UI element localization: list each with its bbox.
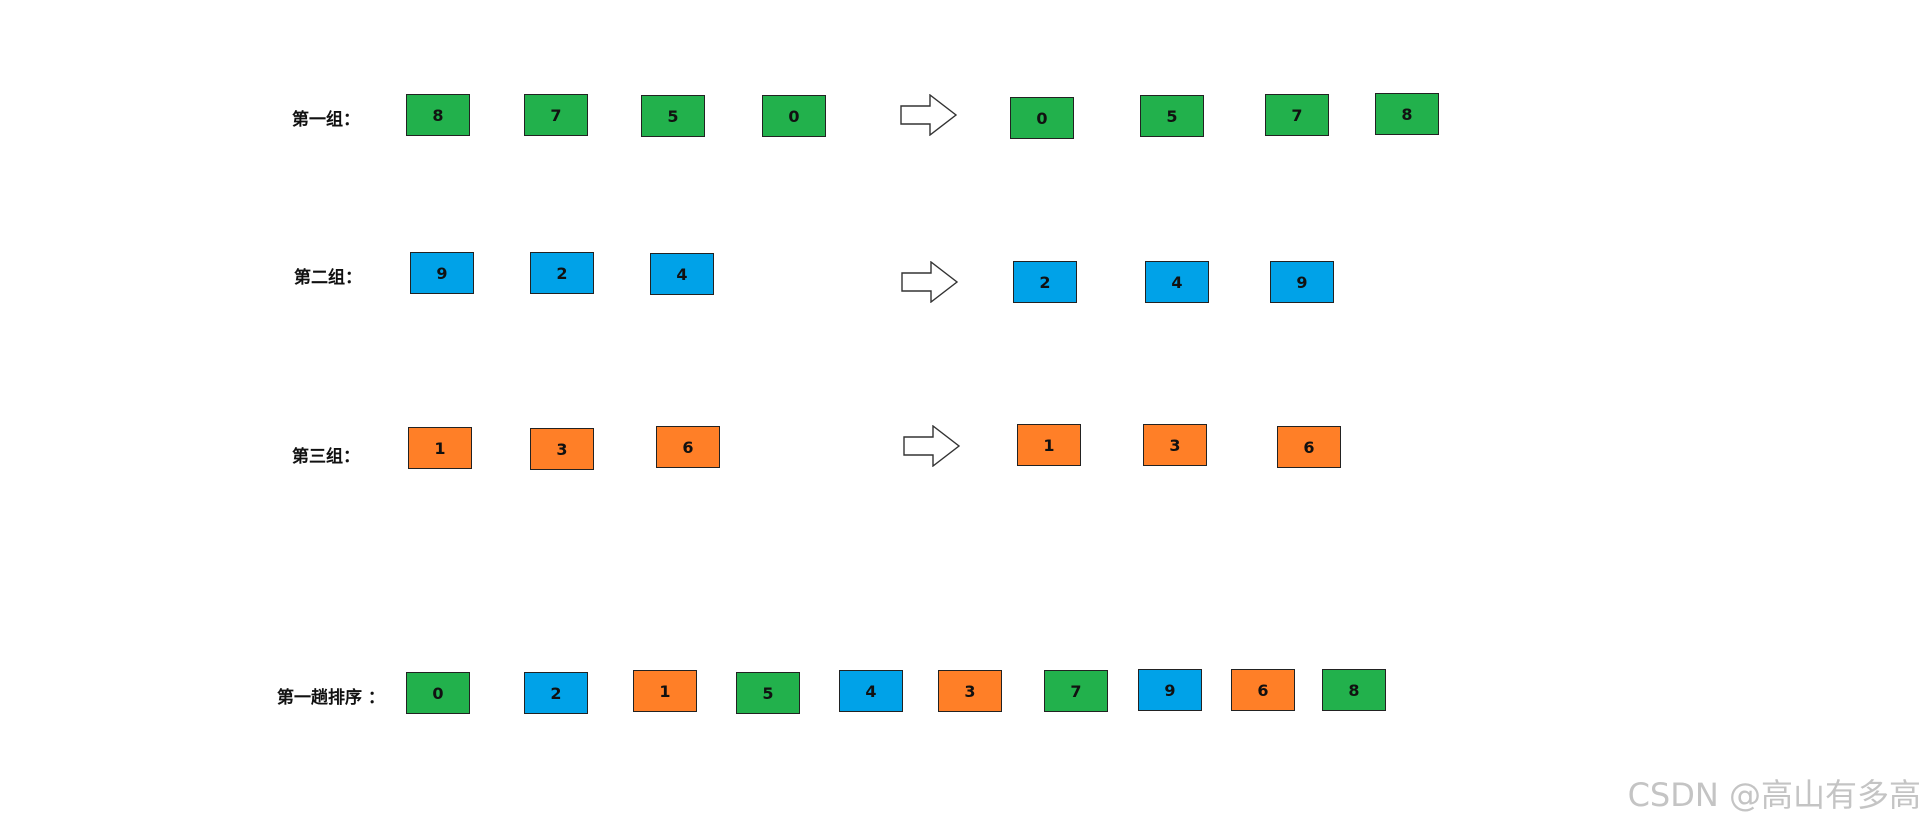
group-3-after-box-1: 1	[1017, 424, 1081, 466]
result-box-10: 8	[1322, 669, 1386, 711]
group-1-before-box-2: 7	[524, 94, 588, 136]
group-2-label: 第二组：	[294, 268, 362, 288]
result-box-2: 2	[524, 672, 588, 714]
group-3-arrow-icon	[903, 425, 961, 467]
group-2-after-box-3: 9	[1270, 261, 1334, 303]
group-3-before-box-1: 1	[408, 427, 472, 469]
result-box-5: 4	[839, 670, 903, 712]
group-1-before-box-3: 5	[641, 95, 705, 137]
result-box-7: 7	[1044, 670, 1108, 712]
group-1-after-box-4: 8	[1375, 93, 1439, 135]
group-3-before-box-2: 3	[530, 428, 594, 470]
result-box-8: 9	[1138, 669, 1202, 711]
result-box-9: 6	[1231, 669, 1295, 711]
group-2-after-box-2: 4	[1145, 261, 1209, 303]
result-box-4: 5	[736, 672, 800, 714]
group-1-before-box-1: 8	[406, 94, 470, 136]
result-box-1: 0	[406, 672, 470, 714]
group-2-after-box-1: 2	[1013, 261, 1077, 303]
group-1-after-box-2: 5	[1140, 95, 1204, 137]
group-1-arrow-icon	[900, 94, 958, 136]
group-3-label: 第三组：	[292, 447, 360, 467]
group-2-before-box-3: 4	[650, 253, 714, 295]
group-1-after-box-1: 0	[1010, 97, 1074, 139]
group-3-after-box-2: 3	[1143, 424, 1207, 466]
group-2-arrow-icon	[901, 261, 959, 303]
group-1-before-box-4: 0	[762, 95, 826, 137]
result-box-6: 3	[938, 670, 1002, 712]
group-3-after-box-3: 6	[1277, 426, 1341, 468]
group-3-before-box-3: 6	[656, 426, 720, 468]
group-1-label: 第一组：	[292, 110, 360, 130]
result-label: 第一趟排序 ：	[277, 688, 385, 708]
group-1-after-box-3: 7	[1265, 94, 1329, 136]
group-2-before-box-1: 9	[410, 252, 474, 294]
group-2-before-box-2: 2	[530, 252, 594, 294]
result-box-3: 1	[633, 670, 697, 712]
csdn-watermark: CSDN @高山有多高	[1627, 776, 1921, 814]
